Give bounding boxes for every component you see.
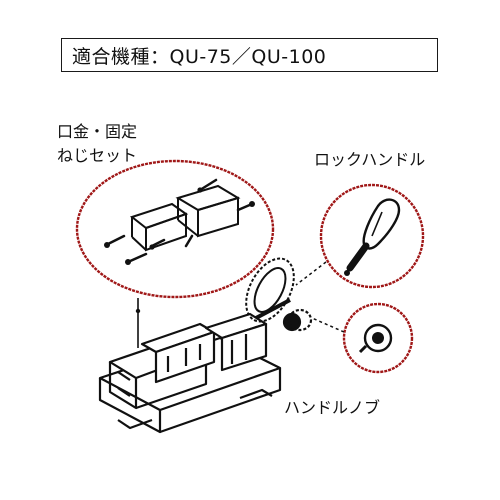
screw-set-label-line2: ねじセット [57, 146, 138, 165]
screw-set-label-line1: 口金・固定 [57, 122, 138, 141]
jaw-plate-icon [175, 184, 241, 238]
handle-knob-icon [358, 323, 393, 354]
lock-handle-loop-icon [245, 257, 295, 323]
compatible-models-text: 適合機種：QU-75／QU-100 [72, 45, 327, 68]
lock-handle-label: ロックハンドル [314, 150, 426, 169]
lock-handle-icon [344, 198, 401, 276]
lock-handle-callout-circle [319, 183, 425, 289]
compatible-models-box: 適合機種：QU-75／QU-100 [61, 38, 438, 72]
lock-handle-callout [295, 183, 425, 289]
handle-knob-label: ハンドルノブ [284, 398, 381, 417]
screw-set-callout [75, 159, 275, 348]
handle-knob-callout-circle [342, 302, 414, 374]
jaw-plate-icon [129, 202, 189, 252]
vise-icon [98, 298, 313, 434]
lock-handle-leader-line [295, 261, 327, 286]
screw-set-callout-circle [75, 159, 275, 299]
handle-knob-callout [311, 302, 414, 374]
handle-knob-leader-line [311, 317, 345, 333]
screw-set-label: 口金・固定 ねじセット [57, 120, 137, 168]
